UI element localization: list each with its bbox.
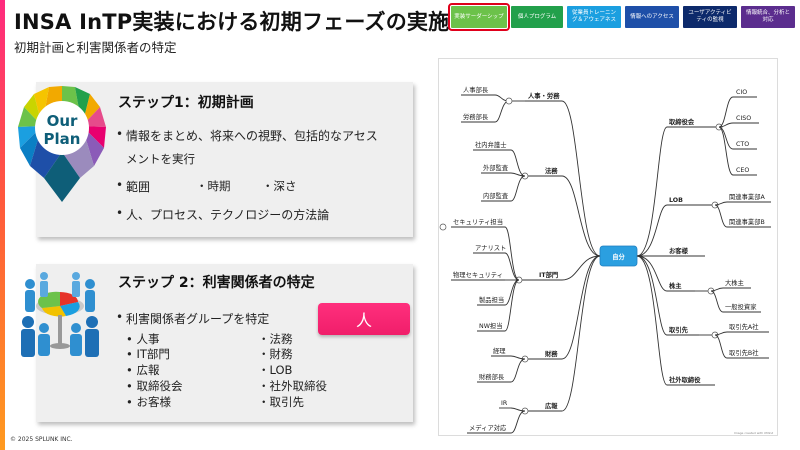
tab-implementation-leadership[interactable]: 実装サーダーシップ xyxy=(448,3,510,31)
step2-heading: ステップ 2：利害関係者の特定 xyxy=(118,275,315,291)
stakeholder-mindmap: 自分 人事・労務 人事部長 労務部長 法務 社内弁護士 xyxy=(438,58,778,436)
node-internal-audit[interactable]: 内部監査 xyxy=(483,191,509,200)
node-network-owner[interactable]: NW担当 xyxy=(479,321,503,330)
mindmap-center-label: 自分 xyxy=(612,252,625,261)
tab-personnel-program[interactable]: 個人プログラム xyxy=(511,6,563,28)
plan-icon-word-our: Our xyxy=(47,112,78,130)
copyright-footer: © 2025 SPLUNK INC. xyxy=(10,436,73,443)
collapse-toggle-icon[interactable] xyxy=(439,223,447,231)
plan-icon-word-plan: Plan xyxy=(44,130,81,148)
people-badge: 人 xyxy=(318,303,410,335)
tab-integration-analysis[interactable]: 情報統合、分析と対応 xyxy=(741,6,795,28)
node-finance-director[interactable]: 財務部長 xyxy=(479,372,505,381)
node-ceo[interactable]: CEO xyxy=(736,167,749,174)
branch-shareholders[interactable]: 株主 xyxy=(669,281,682,290)
node-external-audit[interactable]: 外部監査 xyxy=(483,163,509,172)
node-media-relations[interactable]: メディア対応 xyxy=(469,423,507,432)
branch-board[interactable]: 取締役会 xyxy=(669,117,695,126)
step1-bullet-gather: 情報をまとめ、将来への視野、包括的なアセス xyxy=(116,127,378,144)
stakeholder-outside-directors: ・社外取締役 xyxy=(258,379,327,393)
mindmap-watermark: Image created with XMind xyxy=(734,431,774,435)
node-security-officer[interactable]: セキュリティ担当 xyxy=(453,217,503,226)
step2-bullet-identify: 利害関係者グループを特定 xyxy=(116,310,269,327)
stakeholder-hr: • 人事 xyxy=(126,332,160,346)
node-partner-b[interactable]: 取引先B社 xyxy=(729,348,759,357)
branch-it-department[interactable]: IT部門 xyxy=(539,270,558,279)
tab-information-access[interactable]: 情報へのアクセス xyxy=(625,6,679,28)
node-business-unit-a[interactable]: 関連事業部A xyxy=(729,192,765,201)
branch-customers[interactable]: お客様 xyxy=(669,246,689,255)
page-title: INSA InTP実装における初期フェーズの実施 xyxy=(14,10,450,34)
node-business-unit-b[interactable]: 関連事業部B xyxy=(729,217,765,226)
stakeholder-finance: ・財務 xyxy=(258,347,293,361)
node-ciso[interactable]: CISO xyxy=(736,115,751,122)
branch-outside-directors[interactable]: 社外取締役 xyxy=(668,375,701,384)
stakeholder-pr: • 広報 xyxy=(126,363,160,377)
node-cio[interactable]: CIO xyxy=(736,89,747,96)
branch-finance[interactable]: 財務 xyxy=(544,349,558,358)
node-physical-security[interactable]: 物理セキュリティ xyxy=(453,270,503,279)
step1-timing: ・時期 xyxy=(196,179,231,193)
branch-legal[interactable]: 法務 xyxy=(545,166,558,175)
step1-heading: ステップ1：初期計画 xyxy=(118,95,254,111)
tab-employee-training[interactable]: 従業員トレーニング＆アウェアネス xyxy=(567,6,621,28)
branch-lob[interactable]: LOB xyxy=(669,197,683,204)
stakeholder-customers: • お客様 xyxy=(126,395,171,409)
stakeholder-legal: ・法務 xyxy=(258,332,293,346)
branch-hr-labor[interactable]: 人事・労務 xyxy=(528,91,560,100)
node-general-investors[interactable]: 一般投資家 xyxy=(725,302,757,311)
step1-bullet-scope: 範囲 xyxy=(116,178,150,195)
node-hr-director[interactable]: 人事部長 xyxy=(463,85,489,94)
stakeholder-lob: ・LOB xyxy=(258,363,293,377)
node-partner-a[interactable]: 取引先A社 xyxy=(729,322,759,331)
accent-bar xyxy=(0,0,5,450)
tab-user-activity-monitoring[interactable]: ユーザアクティビティの監視 xyxy=(683,6,737,28)
node-labor-director[interactable]: 労務部長 xyxy=(463,112,489,121)
node-investor-relations[interactable]: IR xyxy=(501,400,508,407)
node-accounting[interactable]: 経理 xyxy=(493,346,506,355)
step1-bullet-methodology: 人、プロセス、テクノロジーの方法論 xyxy=(116,206,329,223)
step1-bullet-gather-cont: メントを実行 xyxy=(126,152,195,166)
node-cto[interactable]: CTO xyxy=(736,141,749,148)
phase-nav: 実装サーダーシップ 個人プログラム 従業員トレーニング＆アウェアネス 情報へのア… xyxy=(448,3,795,31)
stakeholder-board: • 取締役会 xyxy=(126,379,183,393)
stakeholder-partners: ・取引先 xyxy=(258,395,304,409)
branch-public-relations[interactable]: 広報 xyxy=(545,401,558,410)
step1-depth: ・深さ xyxy=(262,179,297,193)
node-major-shareholder[interactable]: 大株主 xyxy=(725,278,744,287)
branch-partners[interactable]: 取引先 xyxy=(669,325,689,334)
our-plan-icon: Our Plan xyxy=(16,82,108,212)
stakeholder-it: • IT部門 xyxy=(126,347,170,361)
node-analyst[interactable]: アナリスト xyxy=(475,244,506,252)
page-subtitle: 初期計画と利害関係者の特定 xyxy=(14,40,177,55)
node-in-house-lawyer[interactable]: 社内弁護士 xyxy=(475,140,506,149)
stakeholders-people-icon xyxy=(18,262,102,366)
node-product-owner[interactable]: 製品担当 xyxy=(479,295,504,304)
